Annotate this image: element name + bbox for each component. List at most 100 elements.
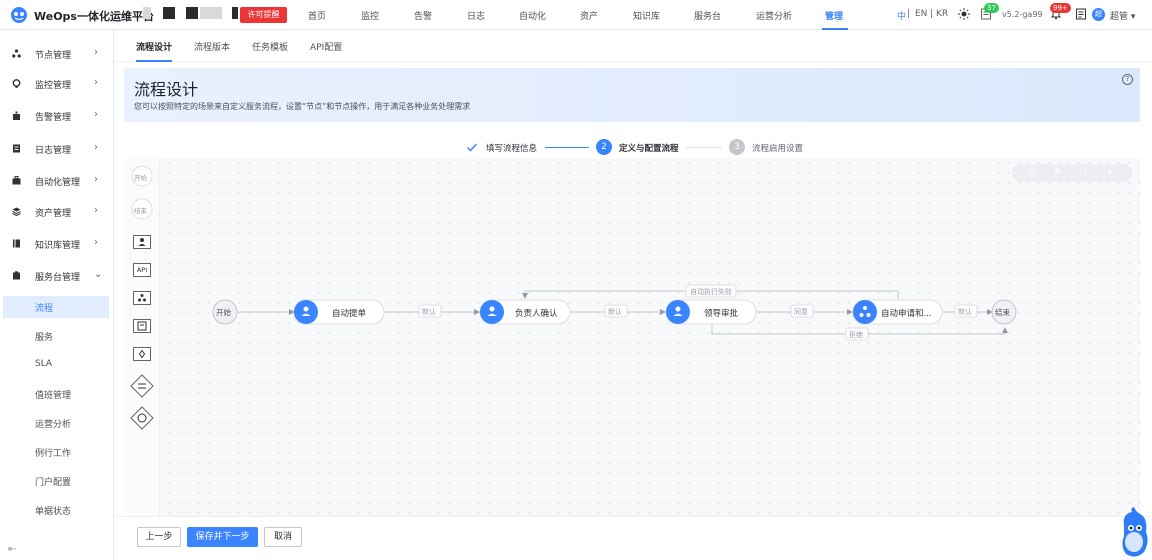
end-node-label: 结束 [995, 308, 1010, 317]
nav-log[interactable]: 日志 [467, 12, 486, 22]
chevron-down-icon: ▾ [1130, 12, 1136, 22]
flow-node-2[interactable] [479, 299, 571, 325]
tab-flow-design[interactable]: 流程设计 [136, 43, 173, 53]
flow-node-1[interactable] [293, 299, 385, 325]
book-icon [13, 239, 20, 248]
nav-manage[interactable]: 管理 [825, 12, 844, 22]
collapse-sidebar-icon[interactable]: ⇤ [8, 544, 17, 555]
sidebar-sub-portal-config[interactable]: 门户配置 [0, 470, 114, 492]
user-avatar[interactable]: 超 [1092, 8, 1105, 21]
sidebar-item-label: 知识库管理 [35, 241, 81, 251]
weops-logo-icon[interactable] [10, 6, 28, 24]
document-icon[interactable] [1075, 8, 1087, 20]
tab-flow-version[interactable]: 流程版本 [194, 43, 231, 53]
page-title: 流程设计 [134, 80, 199, 99]
step-2-number: 2 [596, 139, 612, 155]
sidebar-sub-routine-work[interactable]: 例行工作 [0, 441, 114, 463]
start-node[interactable] [212, 299, 238, 325]
sidebar-sub-duty[interactable]: 值班管理 [0, 383, 114, 405]
sidebar-item-label: 告警管理 [35, 113, 72, 123]
save-and-next-button[interactable]: 保存并下一步 [187, 527, 258, 547]
redacted-block [232, 7, 238, 19]
sidebar-item-asset-manage[interactable]: 资产管理 › [0, 201, 114, 223]
palette-end-node[interactable] [131, 198, 153, 220]
palette-parallel-gateway-icon[interactable] [130, 374, 154, 398]
step-connector [545, 147, 589, 148]
nav-alert[interactable]: 告警 [414, 12, 433, 22]
nav-knowledge[interactable]: 知识库 [633, 12, 661, 22]
flow-canvas[interactable]: ⊖ ⊕ ⛶ + [124, 158, 1140, 516]
lang-zh[interactable]: 中 [897, 12, 907, 22]
sidebar-item-label: 日志管理 [35, 146, 72, 156]
palette-auto-node-icon[interactable] [133, 291, 151, 305]
node-palette: 开始 结束 API [124, 158, 160, 516]
edge-label-box [685, 284, 737, 298]
sidebar-item-label: 服务台管理 [35, 273, 81, 283]
nav-home[interactable]: 首页 [308, 12, 327, 22]
edge-label: 同意 [794, 308, 808, 316]
chevron-right-icon: › [94, 205, 98, 216]
sidebar-item-automation-manage[interactable]: 自动化管理 › [0, 170, 114, 192]
sidebar-item-node-manage[interactable]: 节点管理 › [0, 43, 114, 65]
sidebar-sub-service[interactable]: 服务 [0, 325, 114, 347]
sidebar-item-log-manage[interactable]: 日志管理 › [0, 138, 114, 160]
sidebar-item-label: 自动化管理 [35, 178, 81, 188]
tab-task-template[interactable]: 任务模板 [252, 43, 289, 53]
lang-kr[interactable]: KR [936, 9, 949, 19]
palette-gear-node-icon[interactable] [133, 347, 151, 361]
edge-label-box [790, 304, 814, 318]
nav-asset[interactable]: 资产 [580, 12, 599, 22]
layers-icon [12, 207, 21, 216]
sidebar-sub-ticket-status[interactable]: 单据状态 [0, 499, 114, 521]
theme-sun-icon[interactable] [958, 8, 970, 20]
tab-api-config[interactable]: API配置 [310, 43, 343, 53]
tab-bar: 流程设计 流程版本 任务模板 API配置 [114, 30, 1152, 62]
edge-label-reject: 拒绝 [849, 331, 863, 339]
sidebar-sub-operation-analysis[interactable]: 运营分析 [0, 412, 114, 434]
user-name[interactable]: 超管 ▾ [1110, 12, 1136, 22]
sidebar-item-label: 单据状态 [35, 507, 72, 517]
palette-form-node-icon[interactable] [133, 319, 151, 333]
lang-en[interactable]: EN [915, 9, 928, 19]
sidebar-sub-flow[interactable]: 流程 [3, 296, 109, 318]
add-icon[interactable]: + [1106, 167, 1114, 177]
zoom-out-icon[interactable]: ⊖ [1028, 167, 1036, 177]
nav-monitor[interactable]: 监控 [361, 12, 380, 22]
version-label[interactable]: v5.2-ga99 [1002, 10, 1043, 19]
clipboard-icon [13, 271, 20, 280]
sidebar-sub-sla[interactable]: SLA [0, 354, 114, 376]
edge-label-fail: 自动执行失败 [690, 288, 732, 296]
palette-branch-gateway-icon[interactable] [130, 406, 154, 430]
flow-node-3[interactable] [665, 299, 757, 325]
license-reminder-button[interactable]: 许可提醒 [240, 7, 287, 23]
step-1-check-icon [466, 143, 478, 152]
zoom-in-icon[interactable]: ⊕ [1054, 167, 1062, 177]
step-1-label: 填写流程信息 [486, 144, 538, 154]
nav-operation-analysis[interactable]: 运营分析 [756, 12, 793, 22]
edge-label-box [845, 327, 869, 341]
fit-view-icon[interactable]: ⛶ [1080, 167, 1087, 177]
nav-automation[interactable]: 自动化 [519, 12, 547, 22]
palette-manual-node-icon[interactable] [133, 235, 151, 249]
nav-active-indicator [822, 28, 848, 30]
chevron-right-icon: › [94, 109, 98, 120]
sidebar-item-alert-manage[interactable]: 告警管理 › [0, 105, 114, 127]
sidebar-item-service-desk-manage[interactable]: 服务台管理 ⌄ [0, 265, 114, 287]
help-icon[interactable]: ? [1122, 74, 1133, 85]
sidebar-item-knowledge-manage[interactable]: 知识库管理 › [0, 233, 114, 255]
app-title: WeOps一体化运维平台 [34, 10, 154, 23]
palette-start-node[interactable] [131, 165, 153, 187]
nav-service-desk[interactable]: 服务台 [694, 12, 722, 22]
chevron-right-icon: › [94, 142, 98, 153]
assistant-mascot-icon[interactable] [1118, 506, 1152, 560]
cancel-button[interactable]: 取消 [264, 527, 302, 547]
log-icon [13, 144, 20, 153]
sidebar-item-monitor-manage[interactable]: 监控管理 › [0, 73, 114, 95]
briefcase-icon [12, 176, 21, 185]
flow-node-4[interactable] [852, 299, 943, 325]
end-node[interactable] [991, 299, 1017, 325]
palette-api-node[interactable]: API [133, 263, 151, 277]
flow-node-4-label: 自动申请和... [881, 309, 932, 319]
prev-step-button[interactable]: 上一步 [137, 527, 181, 547]
flow-diagram [212, 284, 1017, 341]
